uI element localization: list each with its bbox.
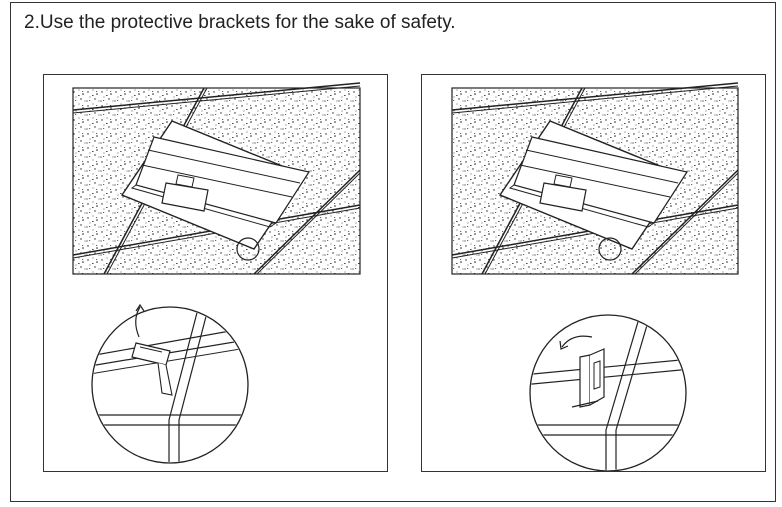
illustration-panel-before	[43, 74, 388, 472]
ceiling-install-illustration-after	[451, 82, 739, 471]
instruction-frame: 2.Use the protective brackets for the sa…	[10, 2, 776, 502]
illustration-panel-after	[421, 74, 766, 472]
instruction-text: 2.Use the protective brackets for the sa…	[24, 12, 456, 33]
ceiling-install-illustration-before	[72, 82, 361, 464]
